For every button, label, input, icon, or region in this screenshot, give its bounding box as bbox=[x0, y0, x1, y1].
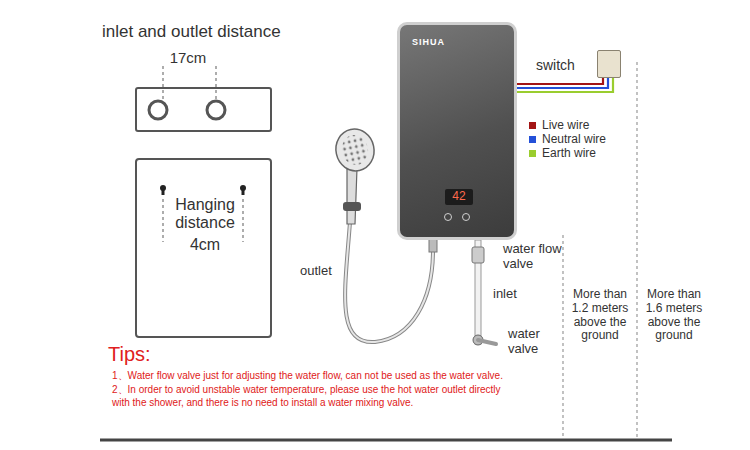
legend-text: Neutral wire bbox=[542, 132, 606, 146]
water-flow-valve bbox=[472, 247, 484, 263]
heater-body: SIHUA 42 bbox=[397, 22, 517, 240]
tip-note: 2、In order to avoid unstable water tempe… bbox=[112, 383, 510, 409]
legend-swatch bbox=[529, 150, 536, 157]
wire bbox=[517, 78, 608, 88]
outlet-pipe bbox=[429, 238, 437, 252]
dimension-text: Hanging distance bbox=[169, 196, 241, 233]
part-label: water flow valve bbox=[503, 242, 565, 272]
control-button bbox=[462, 213, 470, 221]
temperature-display: 42 bbox=[445, 189, 473, 205]
pipe-hole bbox=[207, 101, 225, 119]
dimension-text: 4cm bbox=[169, 236, 241, 254]
dimension-text: 17cm bbox=[158, 49, 218, 66]
dimension-line bbox=[162, 199, 163, 242]
wire-cable bbox=[517, 78, 613, 92]
height-note: More than 1.2 meters above the ground bbox=[568, 288, 632, 343]
switch-box: switch bbox=[597, 50, 621, 78]
keyhole bbox=[160, 185, 246, 195]
dimension-line bbox=[162, 66, 163, 100]
part-label: water valve bbox=[508, 327, 558, 357]
shower-hose bbox=[345, 222, 433, 342]
pipe-plate: inlet and outlet distance 17cm bbox=[100, 18, 285, 134]
tip-note: 1、Water flow valve just for adjusting th… bbox=[112, 369, 510, 382]
part-label: outlet bbox=[300, 264, 332, 279]
dimension-line bbox=[242, 199, 243, 242]
brand-logo: SIHUA bbox=[412, 37, 445, 47]
wire bbox=[517, 78, 603, 84]
dimension-text: inlet and outlet distance bbox=[102, 22, 281, 42]
shower-handle bbox=[347, 168, 357, 224]
legend-text: Live wire bbox=[542, 118, 589, 132]
legend-item: Neutral wire bbox=[529, 132, 606, 146]
height-note: More than 1.6 meters above the ground bbox=[641, 288, 707, 343]
height-line bbox=[636, 62, 637, 438]
legend-item: Live wire bbox=[529, 118, 589, 132]
shower-head bbox=[332, 126, 378, 175]
shower-hose bbox=[345, 222, 433, 342]
tips-heading: Tips: bbox=[108, 343, 151, 366]
dimension-line bbox=[215, 66, 216, 100]
shower-holder bbox=[343, 202, 361, 211]
legend-text: Earth wire bbox=[542, 146, 596, 160]
wire bbox=[517, 78, 613, 92]
hanging-plate: Hanging distance 4cm bbox=[135, 158, 272, 338]
pipe-hole bbox=[149, 101, 167, 119]
legend-item: Earth wire bbox=[529, 146, 596, 160]
switch-label: switch bbox=[536, 57, 575, 73]
valve-lever bbox=[478, 340, 496, 344]
legend-swatch bbox=[529, 122, 536, 129]
control-button bbox=[444, 213, 452, 221]
plate-outline bbox=[135, 87, 272, 132]
ground-line bbox=[100, 439, 672, 442]
height-line bbox=[562, 235, 563, 438]
part-label: inlet bbox=[493, 287, 517, 302]
legend-swatch bbox=[529, 136, 536, 143]
